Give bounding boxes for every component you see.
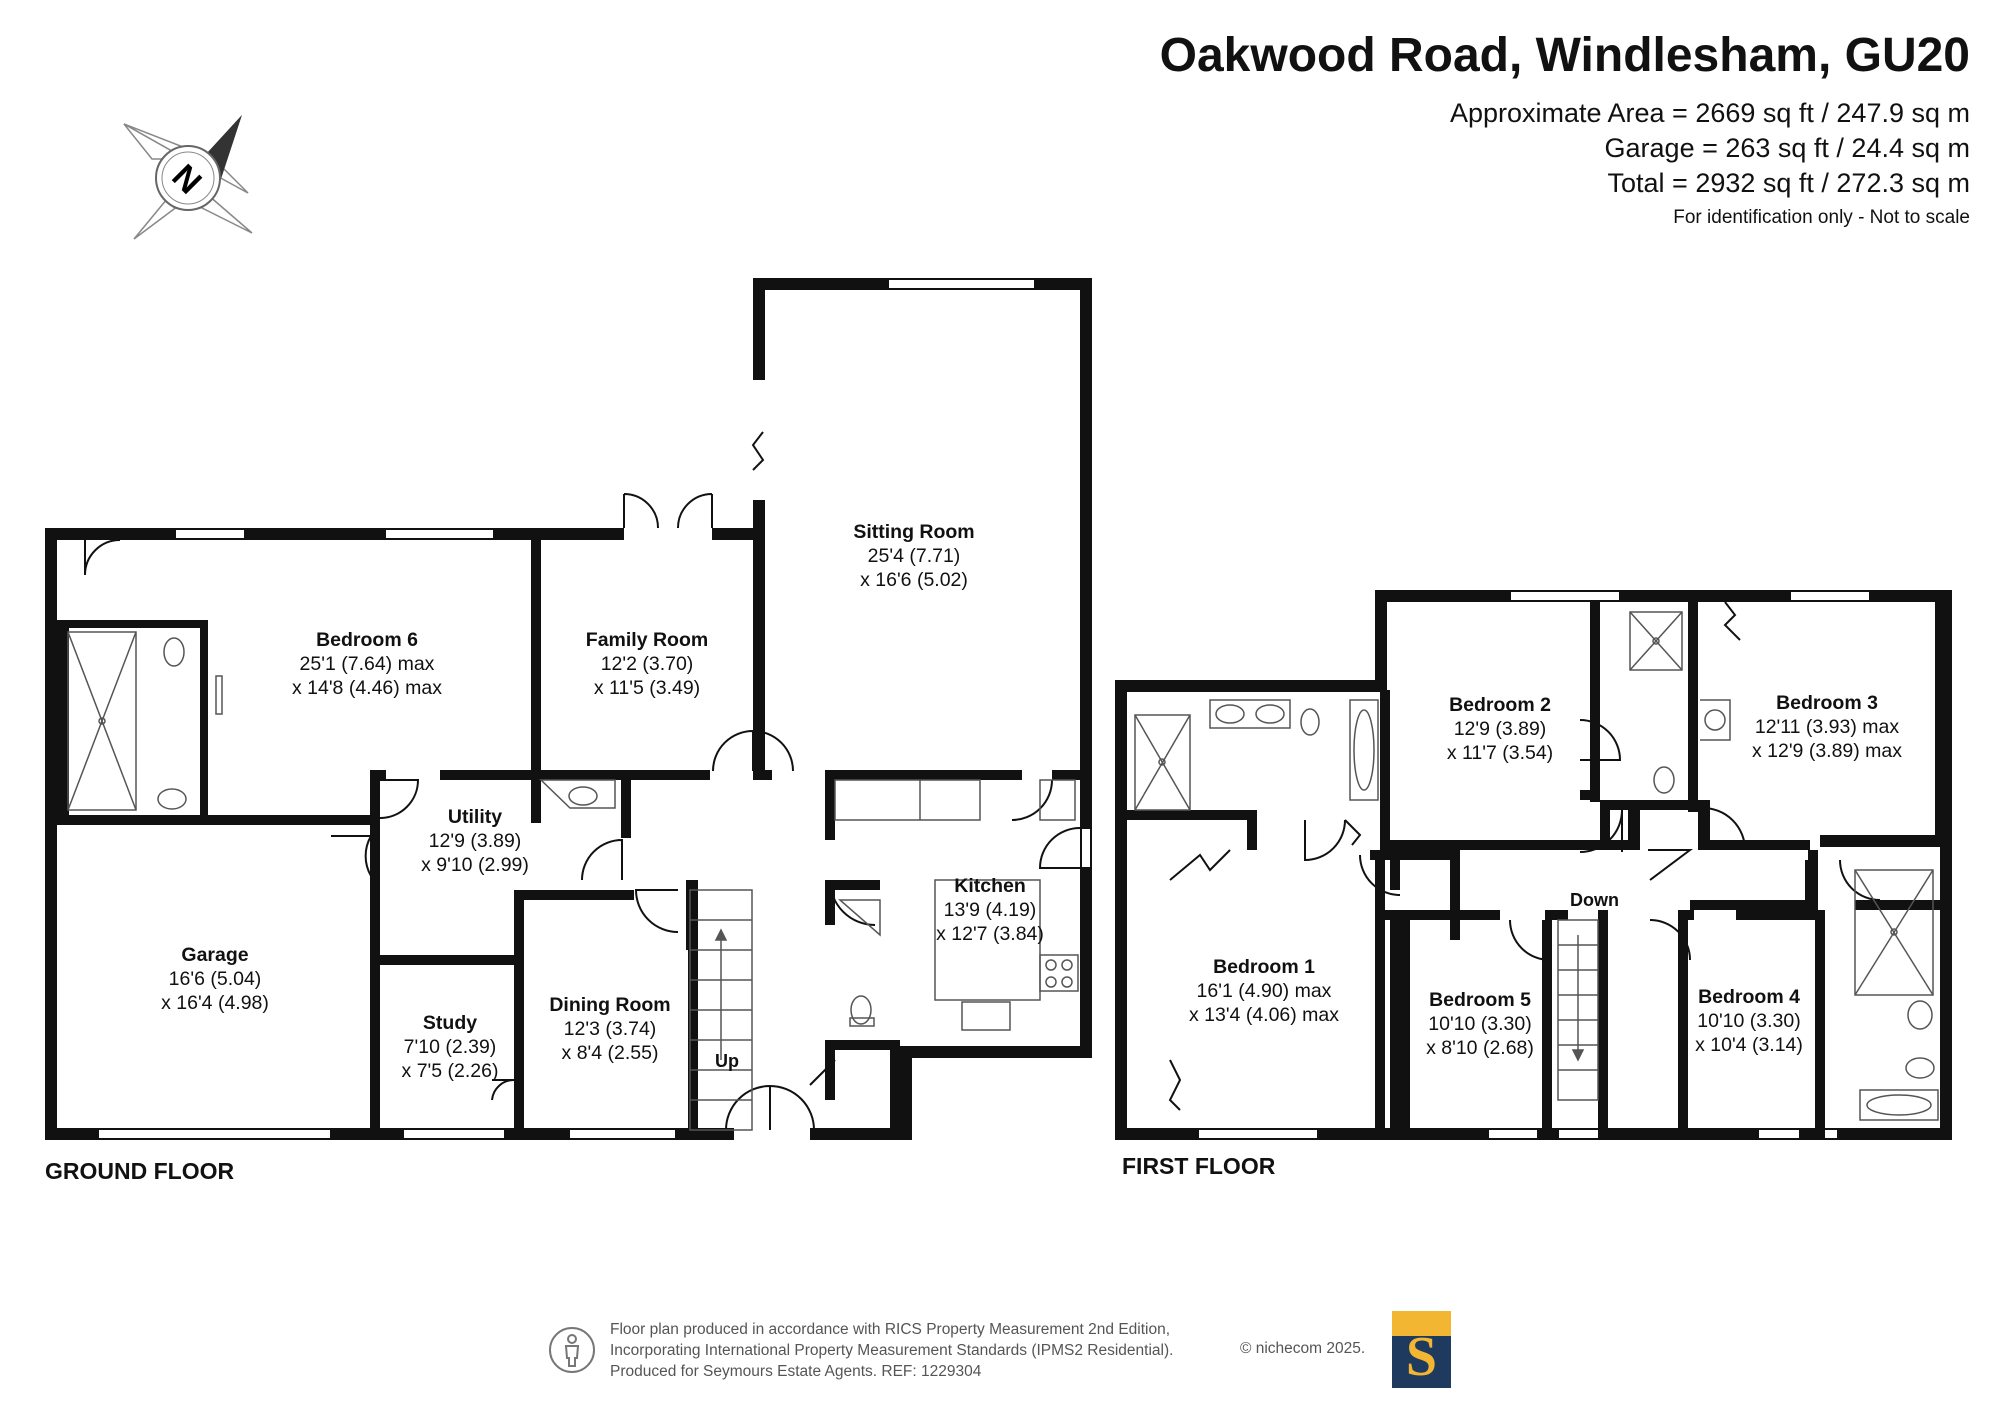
room-name: Bedroom 5	[1429, 989, 1531, 1011]
rics-person-icon	[549, 1327, 595, 1373]
room-dimension: x 7'5 (2.26)	[401, 1060, 499, 1082]
room-name: Bedroom 2	[1449, 694, 1551, 716]
room-name: Bedroom 1	[1213, 956, 1315, 978]
logo-gold-band	[1392, 1311, 1451, 1336]
ground-floor-walls	[45, 278, 1092, 1140]
room-dimension: 16'1 (4.90) max	[1196, 980, 1332, 1002]
room-label-garage: Garage 16'6 (5.04) x 16'4 (4.98)	[161, 943, 269, 1015]
footer-line: Incorporating International Property Mea…	[610, 1342, 1174, 1359]
total-area: Total = 2932 sq ft / 272.3 sq m	[1607, 168, 1970, 198]
first-floor-walls	[1115, 590, 1952, 1140]
copyright-text: © nichecom 2025.	[1240, 1340, 1366, 1357]
room-dimension: 25'4 (7.71)	[867, 545, 961, 567]
room-dimension: x 9'10 (2.99)	[421, 854, 529, 876]
room-name: Family Room	[585, 629, 709, 651]
room-dimension: 13'9 (4.19)	[943, 899, 1037, 921]
ground-floor-windows	[97, 278, 1092, 1140]
plan-title: Oakwood Road, Windlesham, GU20	[1159, 29, 1970, 82]
garage-area: Garage = 263 sq ft / 24.4 sq m	[1604, 133, 1970, 163]
room-dimension: x 11'5 (3.49)	[593, 677, 701, 699]
room-dimension: x 10'4 (3.14)	[1695, 1034, 1803, 1056]
room-label-bedroom-5: Bedroom 5 10'10 (3.30) x 8'10 (2.68)	[1426, 988, 1534, 1060]
room-name: Bedroom 6	[316, 629, 418, 651]
room-dimension: x 16'6 (5.02)	[860, 569, 968, 591]
room-label-bedroom-3: Bedroom 3 12'11 (3.93) max x 12'9 (3.89)…	[1752, 691, 1902, 763]
room-dimension: 25'1 (7.64) max	[299, 653, 435, 675]
room-label-sitting-room: Sitting Room 25'4 (7.71) x 16'6 (5.02)	[853, 520, 974, 592]
room-dimension: 10'10 (3.30)	[1697, 1010, 1801, 1032]
room-label-dining-room: Dining Room 12'3 (3.74) x 8'4 (2.55)	[549, 993, 670, 1065]
room-name: Kitchen	[954, 875, 1026, 897]
room-label-bedroom-2: Bedroom 2 12'9 (3.89) x 11'7 (3.54)	[1447, 693, 1553, 765]
room-label-study: Study 7'10 (2.39) x 7'5 (2.26)	[402, 1011, 499, 1083]
footer-disclaimer: Floor plan produced in accordance with R…	[610, 1319, 1173, 1382]
room-dimension: 10'10 (3.30)	[1428, 1013, 1532, 1035]
room-dimension: x 16'4 (4.98)	[161, 992, 269, 1014]
room-dimension: x 12'7 (3.84)	[936, 923, 1044, 945]
room-name: Study	[422, 1012, 478, 1034]
room-label-bedroom-6: Bedroom 6 25'1 (7.64) max x 14'8 (4.46) …	[292, 628, 442, 700]
room-dimension: x 8'4 (2.55)	[561, 1042, 659, 1064]
room-dimension: 12'9 (3.89)	[428, 830, 522, 852]
room-dimension: x 12'9 (3.89) max	[1751, 740, 1903, 762]
disclaimer-note: For identification only - Not to scale	[1673, 207, 1970, 228]
room-label-bedroom-4: Bedroom 4 10'10 (3.30) x 10'4 (3.14)	[1695, 985, 1803, 1057]
room-label-utility: Utility 12'9 (3.89) x 9'10 (2.99)	[421, 805, 529, 877]
room-dimension: x 8'10 (2.68)	[1426, 1037, 1534, 1059]
room-dimension: 7'10 (2.39)	[403, 1036, 497, 1058]
approximate-area: Approximate Area = 2669 sq ft / 247.9 sq…	[1449, 98, 1970, 128]
room-label-bedroom-1: Bedroom 1 16'1 (4.90) max x 13'4 (4.06) …	[1189, 955, 1339, 1027]
footer-line: Floor plan produced in accordance with R…	[610, 1321, 1171, 1338]
ground-floor-label: GROUND FLOOR	[45, 1158, 235, 1184]
ground-floor-fixtures	[67, 631, 1079, 1131]
first-floor-doors	[1168, 601, 1881, 1111]
seymours-logo: S	[1392, 1311, 1451, 1388]
room-label-family-room: Family Room 12'2 (3.70) x 11'5 (3.49)	[586, 628, 708, 700]
room-dimension: 12'2 (3.70)	[600, 653, 694, 675]
room-name: Garage	[181, 944, 249, 966]
compass-icon: N	[123, 115, 253, 240]
room-name: Utility	[447, 806, 503, 828]
room-dimension: x 13'4 (4.06) max	[1188, 1004, 1340, 1026]
room-name: Dining Room	[549, 994, 671, 1016]
footer-line: Produced for Seymours Estate Agents. REF…	[610, 1363, 982, 1380]
logo-letter: S	[1405, 1326, 1438, 1388]
first-floor-fixtures	[1134, 611, 1939, 1121]
room-dimension: 12'11 (3.93) max	[1754, 716, 1900, 738]
room-dimension: x 11'7 (3.54)	[1446, 742, 1554, 764]
first-floor-label: FIRST FLOOR	[1122, 1153, 1276, 1179]
room-dimension: x 14'8 (4.46) max	[291, 677, 443, 699]
stairs-up-label: Up	[715, 1051, 739, 1071]
stairs-down-label: Down	[1570, 890, 1619, 910]
room-name: Sitting Room	[853, 521, 975, 543]
room-dimension: 12'9 (3.89)	[1453, 718, 1547, 740]
room-dimension: 12'3 (3.74)	[563, 1018, 657, 1040]
first-floor-windows	[1197, 590, 1871, 1140]
room-label-kitchen: Kitchen 13'9 (4.19) x 12'7 (3.84)	[936, 874, 1044, 946]
room-name: Bedroom 3	[1776, 692, 1878, 714]
room-name: Bedroom 4	[1698, 986, 1800, 1008]
room-dimension: 16'6 (5.04)	[168, 968, 262, 990]
